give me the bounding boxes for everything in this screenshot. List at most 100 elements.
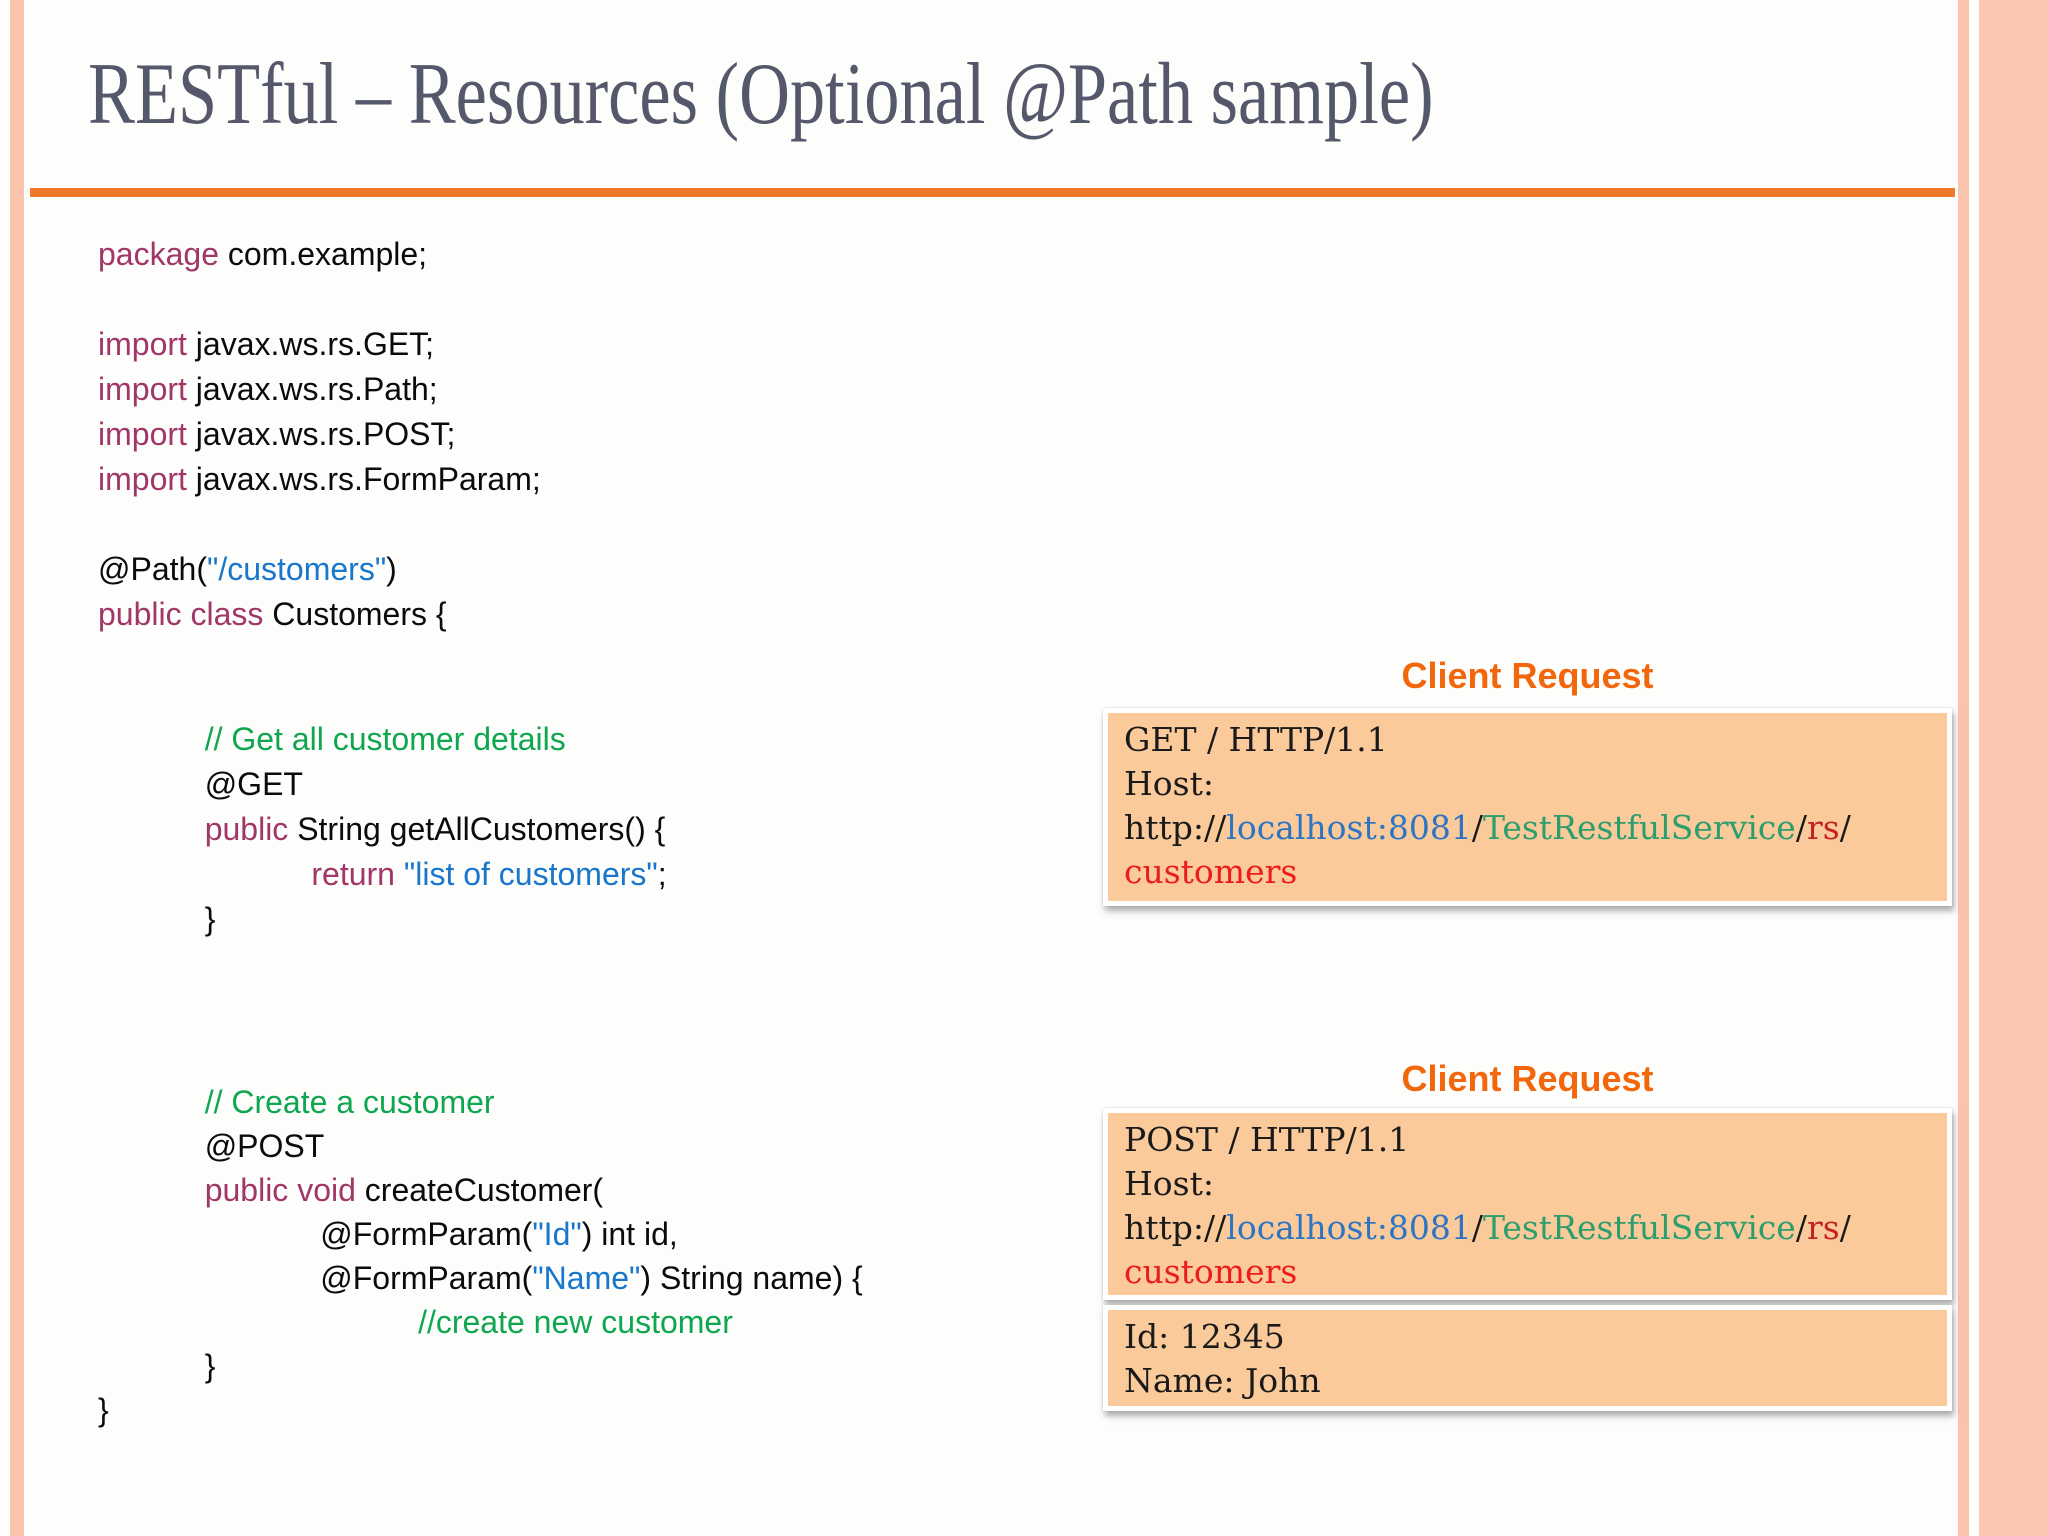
code-token: / (1795, 1208, 1807, 1247)
code-token: String getAllCustomers() { (297, 811, 666, 847)
code-token: "list of customers" (403, 856, 658, 892)
code-token: GET / HTTP/1.1 (1124, 720, 1388, 759)
code-token: Host: (1124, 764, 1214, 803)
right-border-stripe-thin (1958, 0, 1969, 1536)
code-token: http:// (1124, 808, 1227, 847)
code-token: com.example; (227, 236, 428, 272)
code-token: public void (204, 1172, 365, 1208)
code-token: javax.ws.rs.Path; (195, 371, 438, 407)
code-token: ) (386, 551, 397, 587)
client-request-label-get: Client Request (1401, 655, 1654, 696)
code-token: http:// (1124, 1208, 1227, 1247)
code-block-post-method: // Create a customer @POST public void c… (98, 1080, 863, 1432)
code-token (98, 721, 205, 757)
code-token: @GET (98, 766, 303, 802)
code-token: package (98, 236, 228, 272)
code-line: } (98, 1344, 863, 1388)
code-line: POST / HTTP/1.1 (1124, 1118, 1931, 1162)
code-line: package com.example; (98, 232, 541, 277)
code-token: / (1471, 808, 1483, 847)
client-request-label-post: Client Request (1401, 1058, 1654, 1099)
code-token: TestRestfulService (1482, 808, 1796, 847)
code-token: @Path( (98, 551, 207, 587)
code-token: @FormParam( (98, 1260, 533, 1296)
code-line: import javax.ws.rs.GET; (98, 322, 541, 367)
code-token: rs (1806, 1208, 1840, 1247)
code-line: return "list of customers"; (98, 852, 667, 897)
code-token: Id: 12345 (1124, 1317, 1285, 1356)
code-token: public class (98, 596, 273, 632)
code-token: localhost:8081 (1226, 808, 1472, 847)
slide-title: RESTful – Resources (Optional @Path samp… (88, 46, 1434, 143)
code-token: public (204, 811, 298, 847)
code-token: // Create a customer (204, 1084, 495, 1120)
code-token: import (98, 371, 196, 407)
code-line: Id: 12345 (1124, 1315, 1931, 1359)
code-line: customers (1124, 1250, 1931, 1294)
code-line: http://localhost:8081/TestRestfulService… (1124, 1206, 1931, 1250)
code-line: Host: (1124, 1162, 1931, 1206)
title-divider-rule (30, 188, 1955, 197)
code-line: // Get all customer details (98, 717, 667, 762)
code-token: @POST (98, 1128, 325, 1164)
code-line: @GET (98, 762, 667, 807)
code-line: import javax.ws.rs.Path; (98, 367, 541, 412)
code-line: } (98, 897, 667, 942)
code-line: Name: John (1124, 1359, 1931, 1403)
code-token: //create new customer (418, 1304, 733, 1340)
code-token (98, 1084, 205, 1120)
code-token: javax.ws.rs.POST; (195, 416, 456, 452)
code-token: localhost:8081 (1226, 1208, 1472, 1247)
code-token: import (98, 326, 196, 362)
code-token: ) String name) { (640, 1260, 863, 1296)
code-token: "/customers" (206, 551, 387, 587)
code-token: } (98, 1348, 216, 1384)
code-line: import javax.ws.rs.FormParam; (98, 457, 541, 502)
code-token: / (1839, 808, 1851, 847)
code-token: @FormParam( (98, 1216, 533, 1252)
code-line: public class Customers { (98, 592, 541, 637)
code-line: http://localhost:8081/TestRestfulService… (1124, 806, 1931, 850)
code-line: @POST (98, 1124, 863, 1168)
code-line: customers (1124, 850, 1931, 894)
code-token: Customers { (272, 596, 447, 632)
code-line: Host: (1124, 762, 1931, 806)
code-token: customers (1124, 1252, 1298, 1291)
code-token: "Id" (532, 1216, 582, 1252)
code-line: @Path("/customers") (98, 547, 541, 592)
code-token: // Get all customer details (204, 721, 566, 757)
code-token: ) int id, (581, 1216, 678, 1252)
code-token: import (98, 461, 196, 497)
code-block-header: package com.example; import javax.ws.rs.… (98, 232, 541, 637)
code-line: } (98, 1388, 863, 1432)
code-token (98, 811, 205, 847)
code-line: @FormParam("Name") String name) { (98, 1256, 863, 1300)
code-line (98, 502, 541, 547)
left-border-stripe (10, 0, 24, 1536)
code-token: Host: (1124, 1164, 1214, 1203)
code-token (98, 1304, 418, 1340)
code-token: TestRestfulService (1482, 1208, 1796, 1247)
code-token (98, 856, 311, 892)
code-token: / (1839, 1208, 1851, 1247)
code-line: GET / HTTP/1.1 (1124, 718, 1931, 762)
code-token: rs (1806, 808, 1840, 847)
code-token: ; (657, 856, 667, 892)
code-token: javax.ws.rs.FormParam; (195, 461, 541, 497)
code-token: "Name" (532, 1260, 641, 1296)
code-token: / (1471, 1208, 1483, 1247)
code-line: public String getAllCustomers() { (98, 807, 667, 852)
code-token: } (98, 901, 216, 937)
code-line: // Create a customer (98, 1080, 863, 1124)
code-block-get-method: // Get all customer details @GET public … (98, 717, 667, 942)
code-token: javax.ws.rs.GET; (195, 326, 435, 362)
code-line: public void createCustomer( (98, 1168, 863, 1212)
code-token: Name: John (1124, 1361, 1321, 1400)
code-token: import (98, 416, 196, 452)
code-line: @FormParam("Id") int id, (98, 1212, 863, 1256)
code-token: } (98, 1392, 109, 1428)
